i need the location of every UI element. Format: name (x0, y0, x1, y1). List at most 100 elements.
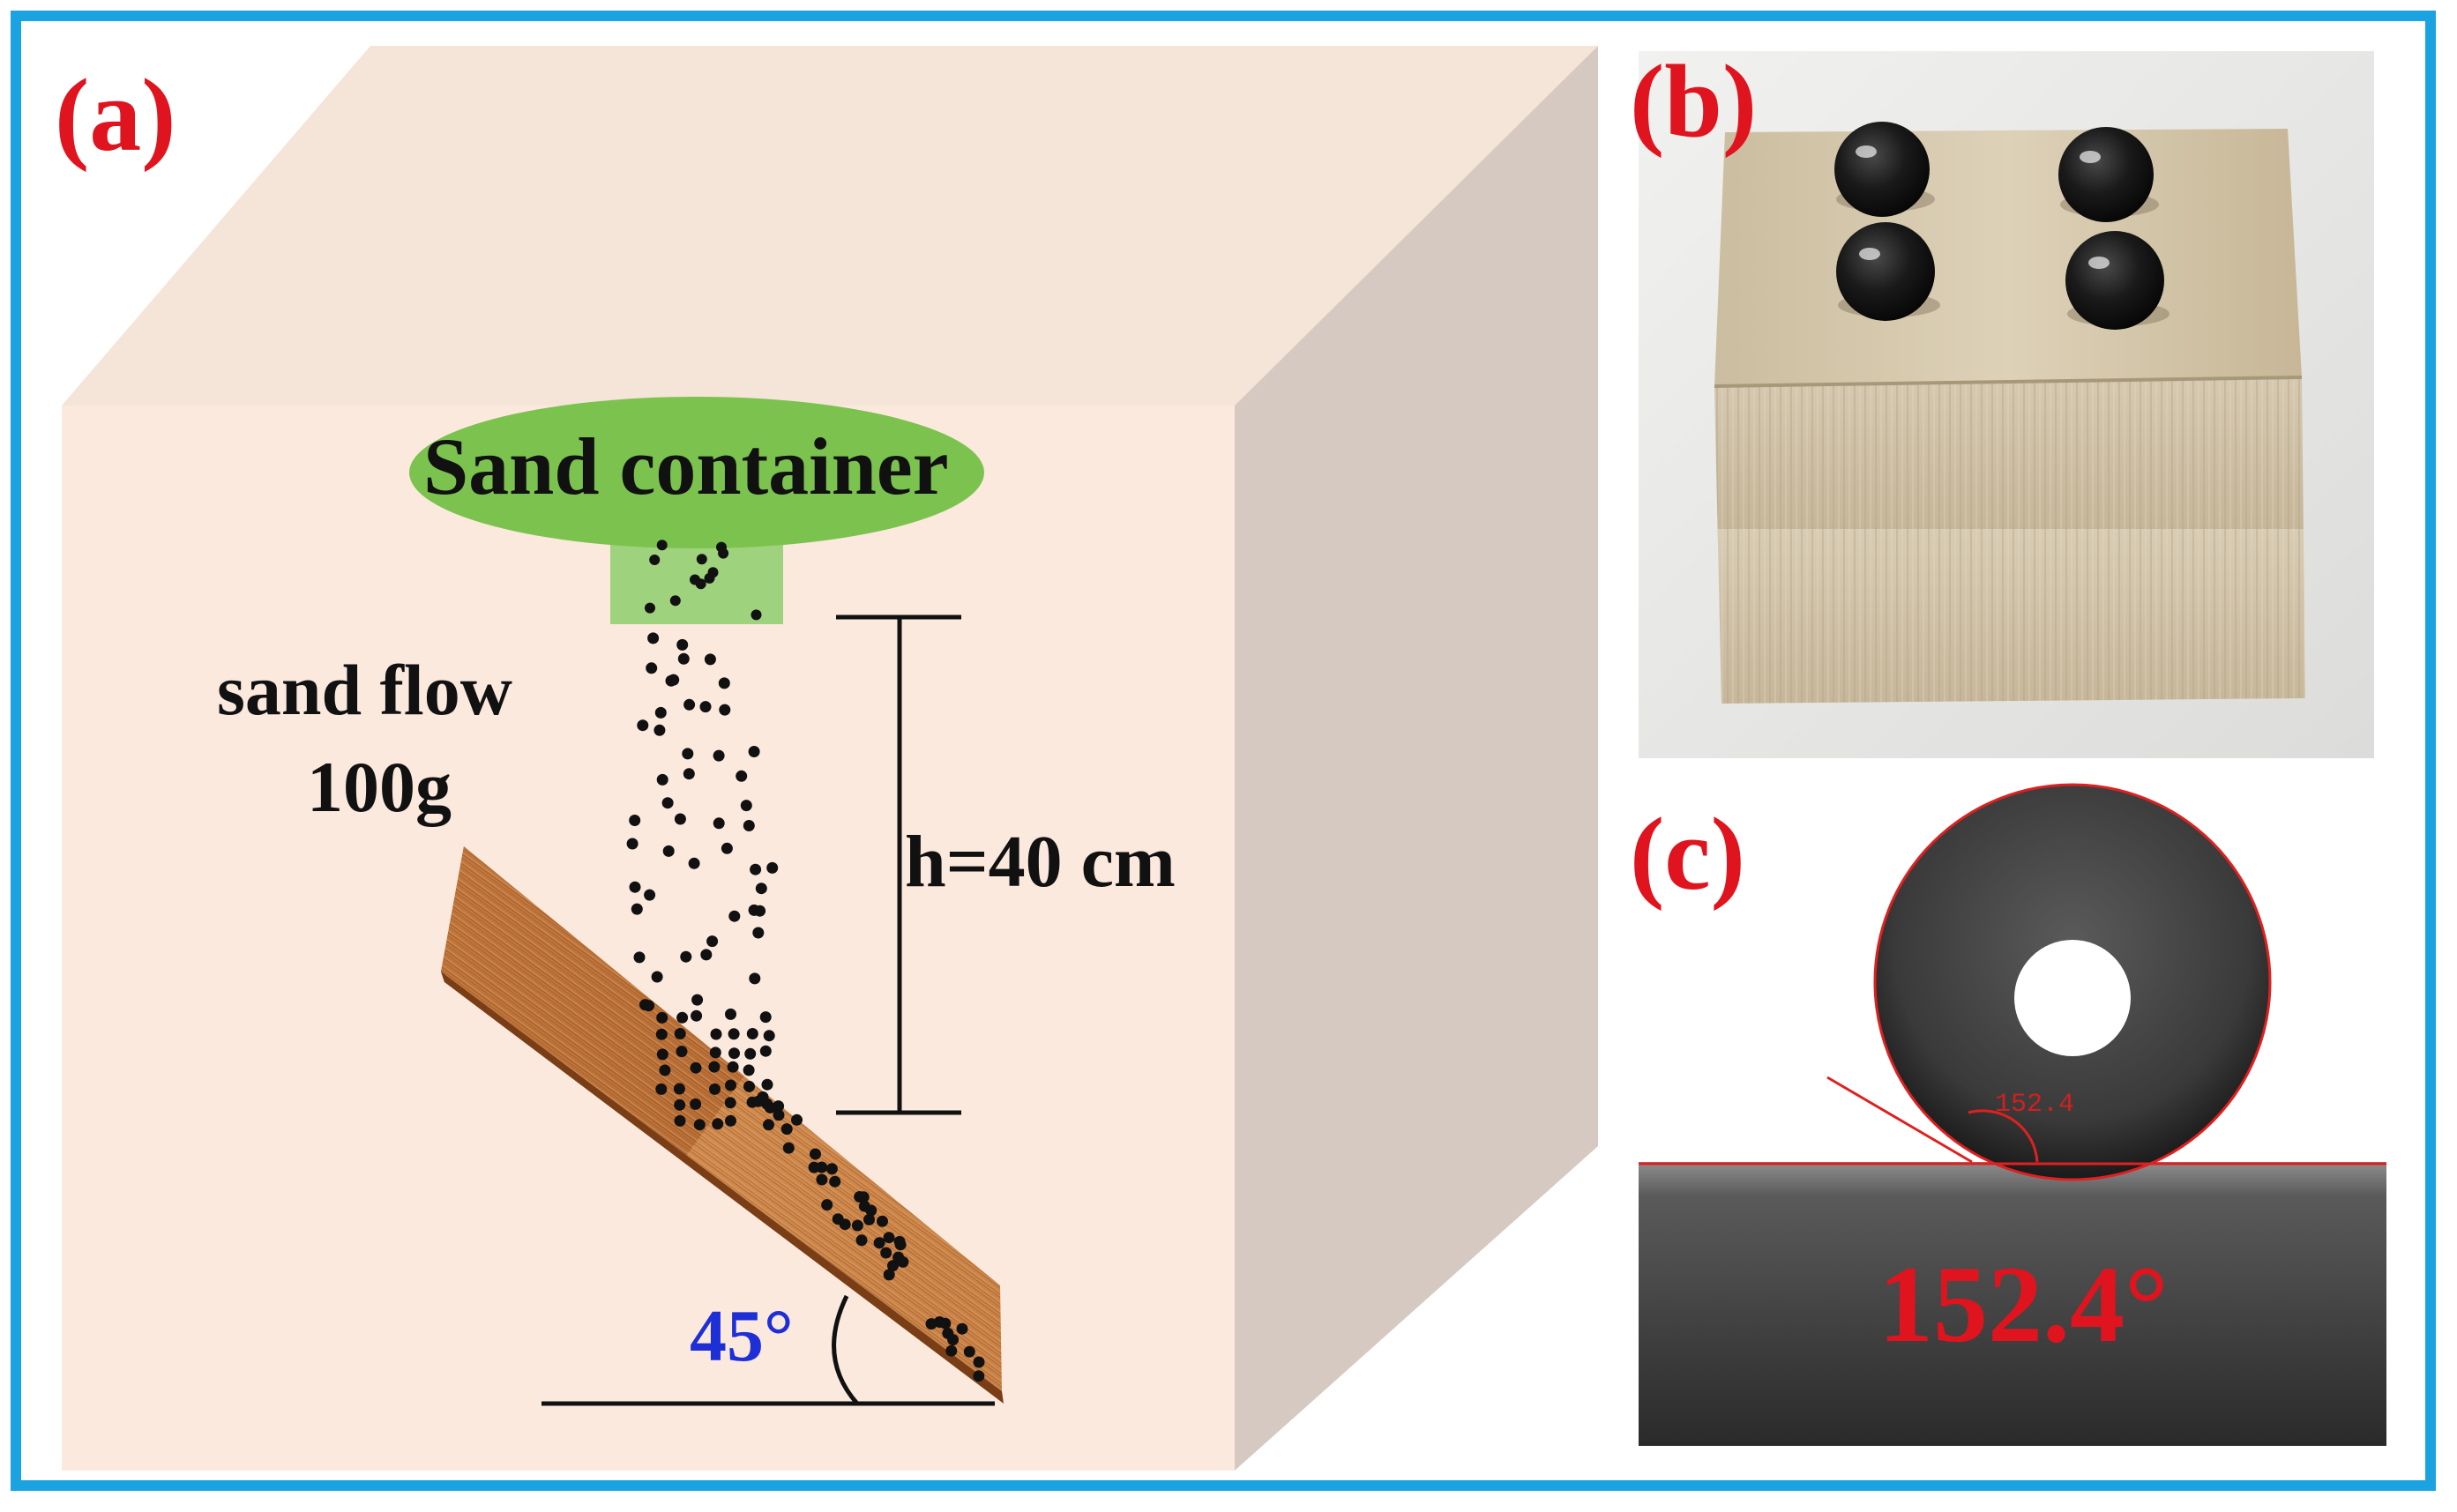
contact-angle-arc (1968, 1109, 2039, 1163)
droplet-highlight (2080, 151, 2101, 163)
tilt-angle-label: 45° (690, 1295, 794, 1377)
tangent-line (1826, 1076, 1973, 1164)
sand-particle (696, 554, 707, 565)
sand-particle (808, 1161, 820, 1173)
sand-particle (691, 1009, 703, 1022)
water-droplet (2065, 231, 2164, 330)
sand-particle (887, 1260, 899, 1272)
sand-particle (708, 1061, 721, 1073)
sand-particle (653, 724, 666, 736)
sand-particle (676, 1011, 689, 1024)
sand-particle (651, 971, 663, 983)
sand-container-label: Sand container (423, 421, 949, 511)
sand-particle (816, 1173, 828, 1186)
sand-particle (700, 949, 713, 961)
sand-particle (633, 951, 646, 964)
sand-particle (863, 1213, 875, 1225)
sand-particle (725, 1079, 736, 1091)
sand-particle (963, 1345, 975, 1358)
sand-particle (659, 1064, 671, 1076)
droplet-fit-circle (1873, 783, 2272, 1181)
sand-particle (873, 1237, 885, 1249)
sand-particle (728, 1028, 740, 1040)
sand-particle (883, 1269, 895, 1281)
wood-block-top (1714, 129, 2302, 386)
sand-particle (832, 1213, 844, 1225)
sand-particle (855, 1234, 868, 1247)
sand-particle (947, 1334, 960, 1346)
sand-particle (656, 1048, 668, 1061)
sand-particle (656, 1011, 668, 1024)
sand-particle (764, 1101, 776, 1114)
sand-particle (740, 800, 752, 812)
sand-particles (626, 540, 985, 1382)
sand-particle (704, 572, 715, 584)
sand-particle (713, 817, 725, 830)
sand-particle (710, 1028, 722, 1040)
sand-flow-label: sand flow (217, 650, 512, 730)
sand-particle (673, 1083, 685, 1095)
sand-particle (674, 1114, 686, 1127)
water-droplet (2058, 127, 2154, 222)
box-side-face (1235, 46, 1598, 1471)
sand-particle (749, 972, 761, 985)
sand-particle (690, 574, 700, 585)
droplet-reflection (2014, 940, 2131, 1056)
sand-particle (759, 1011, 772, 1024)
sand-particle (629, 881, 641, 893)
sand-particle (829, 1175, 841, 1188)
sand-particle (810, 1148, 821, 1160)
sand-particle (719, 704, 731, 716)
sand-particle (743, 820, 755, 831)
sand-particle (647, 632, 660, 644)
sand-particle (750, 863, 762, 875)
panel-c (1639, 776, 2386, 1446)
sand-particle (655, 1083, 668, 1095)
sand-particle (709, 1083, 721, 1095)
sand-particle (721, 842, 733, 854)
height-indicator (836, 614, 961, 1115)
sand-particle (752, 927, 765, 939)
sand-particle (674, 1099, 686, 1111)
sand-particle (669, 595, 681, 607)
sand-particle (736, 770, 748, 782)
sand-particle (727, 1061, 739, 1073)
sand-particle (709, 1046, 721, 1059)
sand-particle (759, 1045, 772, 1057)
sand-particle (728, 910, 741, 922)
sand-particle (865, 1204, 878, 1217)
sand-particle (751, 609, 762, 621)
panel-label-c: (c) (1630, 796, 1745, 912)
sand-particle (746, 1028, 758, 1039)
water-droplet (1834, 122, 1930, 217)
sand-particle (712, 1118, 724, 1130)
sand-particle (880, 1247, 892, 1259)
wood-block-edge (1714, 376, 2303, 388)
sand-particle (693, 1119, 706, 1131)
sand-particle (661, 797, 674, 809)
wooden-board (441, 846, 1004, 1404)
sand-particle (644, 889, 656, 901)
sand-particle (674, 813, 686, 825)
sand-particle (682, 748, 694, 760)
sand-particle (782, 1142, 795, 1154)
sand-particle (763, 1030, 775, 1042)
sand-particle (674, 1028, 686, 1039)
sand-particle (973, 1370, 985, 1382)
water-droplet (1836, 222, 1935, 321)
sand-particle (925, 1318, 937, 1330)
sand-particle (668, 674, 680, 686)
substrate (1639, 1162, 2386, 1446)
sand-particle (883, 1232, 895, 1244)
panel-label-b: (b) (1630, 43, 1758, 159)
sand-particle (690, 1061, 702, 1074)
sand-particle (857, 1191, 870, 1203)
sand-particle (748, 904, 760, 916)
sand-particle (893, 1235, 906, 1248)
wood-block-front (1714, 377, 2305, 704)
droplet-highlight (1856, 145, 1877, 158)
sand-particle (728, 1047, 740, 1060)
sand-particle (656, 540, 668, 551)
sand-particle (743, 1080, 755, 1092)
sand-particle (897, 1255, 909, 1268)
